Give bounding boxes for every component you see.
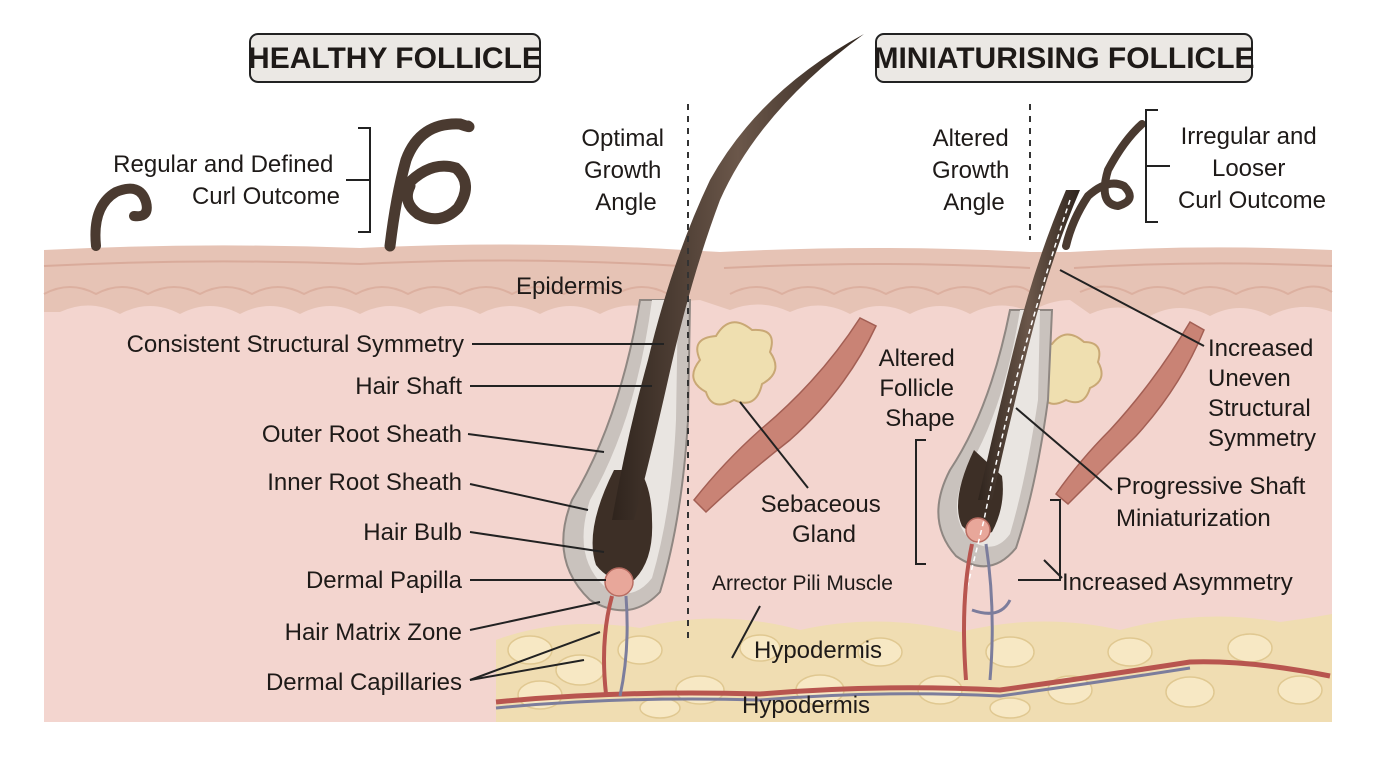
progressive-shaft-label: Progressive Shaft Miniaturization [1116,473,1312,532]
hair-shaft-mini [978,190,1080,500]
hair-matrix-label: Hair Matrix Zone [285,619,462,646]
healthy-follicle [562,34,877,697]
dermal-papilla-mini [965,517,991,543]
miniaturising-title-box: MINIATURISING FOLLICLE [873,33,1255,83]
epidermis-wave [43,259,1333,269]
blood-vessel-blue [495,666,1191,710]
healthy-title: HEALTHY FOLLICLE [248,42,542,75]
curled-hair-center [384,118,475,252]
altered-shape-bracket [915,439,926,565]
hair-shaft-label: Hair Shaft [355,373,462,400]
capillary-blue [618,595,629,697]
hair-shaft-healthy [612,34,864,520]
epidermis-wave [43,285,1333,296]
inner-root-sheath-label: Inner Root Sheath [267,469,462,496]
healthy-title-box: HEALTHY FOLLICLE [248,33,542,83]
capillary-branch [971,599,1012,615]
irregular-curl-bracket [1145,109,1170,223]
hair-bulb-label: Hair Bulb [363,519,462,546]
miniaturising-title-bg [875,33,1253,83]
sebaceous-gland [692,321,777,406]
dermal-capillaries-label: Dermal Capillaries [266,669,462,696]
curled-hairs [90,118,1146,252]
hypodermis-upper-label: Hypodermis [754,637,882,664]
miniaturising-title: MINIATURISING FOLLICLE [873,42,1254,75]
sebaceous-gland-label: Sebaceous Gland [761,491,888,548]
asymmetry-bracket [1018,499,1061,581]
leader-lines [467,269,1205,681]
increased-uneven-label: Increased Uneven Structural Symmetry [1208,335,1320,452]
labels: Regular and Defined Curl Outcome Optimal… [113,123,1326,719]
healthy-title-bg [249,33,541,83]
outer-root-sheath-label: Outer Root Sheath [262,421,462,448]
increased-asymmetry-label: Increased Asymmetry [1062,569,1293,596]
altered-angle-label: Altered Growth Angle [932,125,1016,216]
hypodermis-layer [496,614,1332,722]
curled-hair-right [1062,120,1146,250]
curled-hair-left [90,183,152,251]
arrector-pili-muscle [692,317,877,514]
consistent-symmetry-label: Consistent Structural Symmetry [127,331,464,358]
dermal-papilla-shape [604,567,634,597]
optimal-angle-label: Optimal Growth Angle [581,125,670,216]
miniaturising-follicle [937,190,1205,681]
blood-vessel-red [495,659,1331,705]
irregular-curl-label: Irregular and Looser Curl Outcome [1178,123,1326,214]
growth-angle-guides [687,104,1031,640]
brackets [346,109,1170,581]
epidermis-label: Epidermis [516,273,623,300]
regular-curl-bracket [346,127,371,233]
hypodermis-lower-label: Hypodermis [742,692,870,719]
capillary-blue-mini [984,543,994,681]
hair-shaft-center-line [963,199,1071,601]
arrector-pili-label: Arrector Pili Muscle [712,572,893,595]
arrector-pili-muscle-mini [1054,320,1205,506]
regular-curl-label: Regular and Defined Curl Outcome [113,151,340,210]
altered-shape-label: Altered Follicle Shape [879,345,962,432]
capillary-red-mini [962,543,974,681]
dermal-papilla-label: Dermal Papilla [306,567,463,594]
capillary-red [602,595,614,695]
